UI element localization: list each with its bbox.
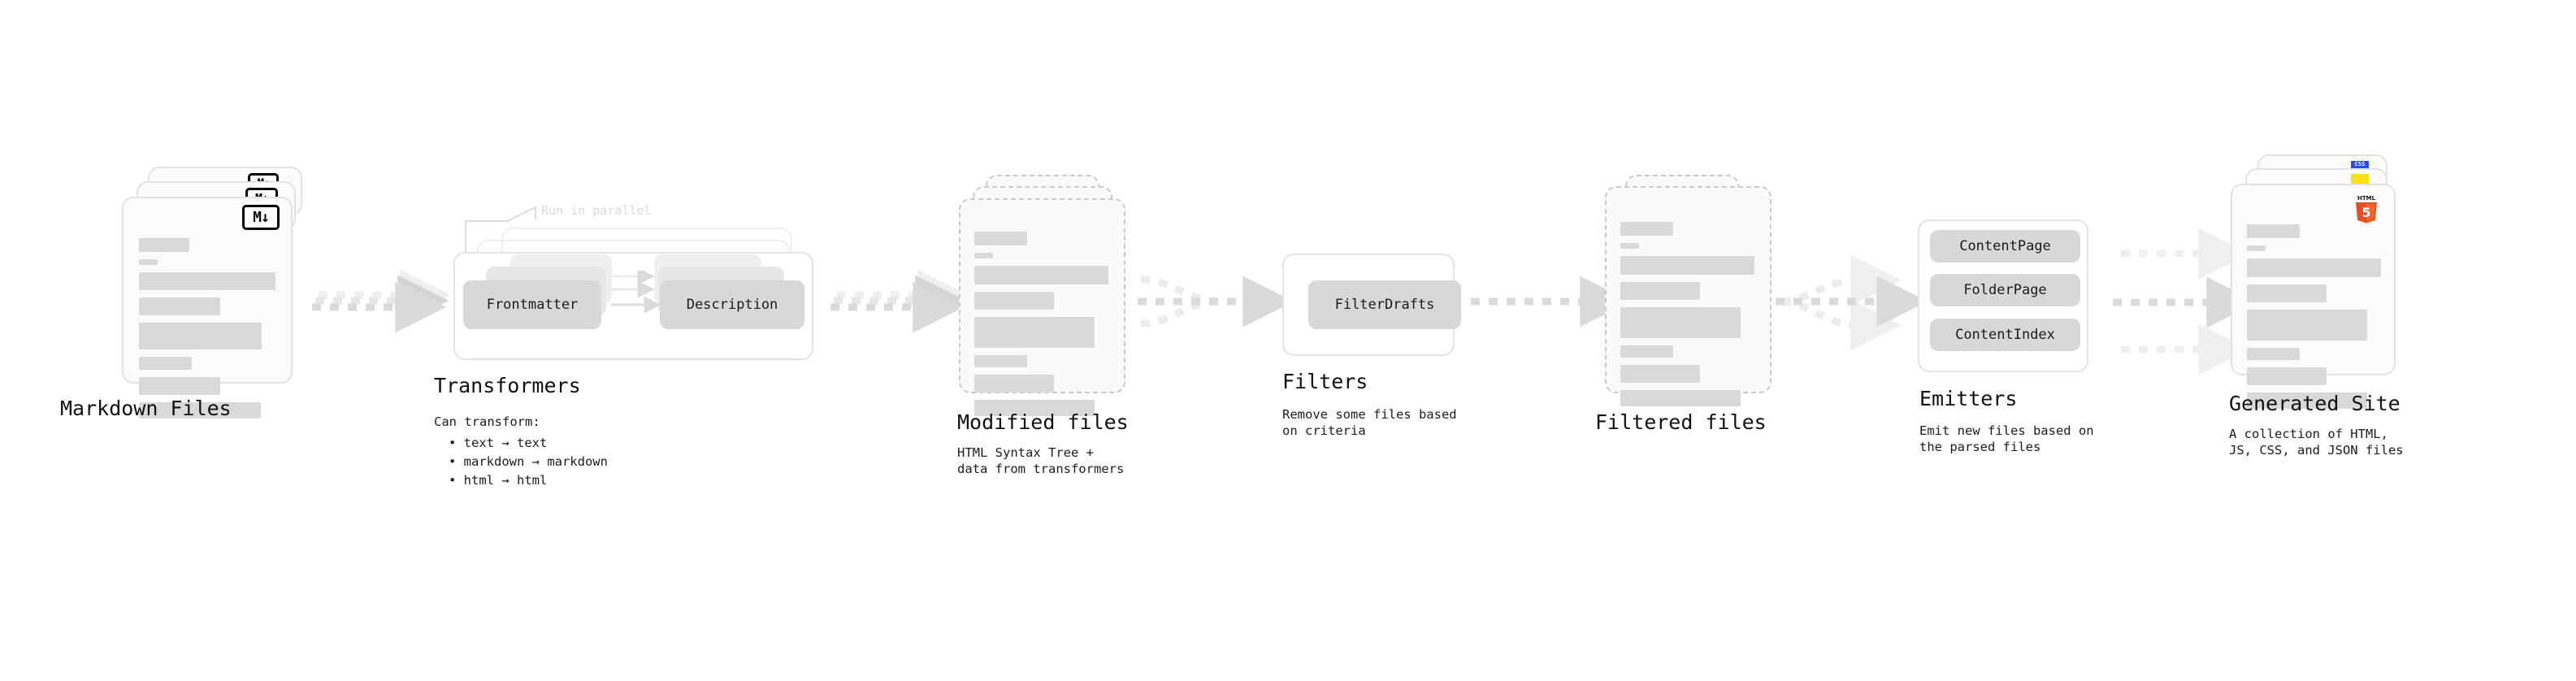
modified-files-subtitle: HTML Syntax Tree + data from transformer… bbox=[957, 445, 1125, 476]
filters-pill-filterdrafts[interactable]: FilterDrafts bbox=[1308, 280, 1461, 329]
transformers-subtitle: Can transform: bbox=[434, 414, 540, 429]
stage-title-emitters: Emitters bbox=[1919, 387, 2018, 410]
modified-placeholder-lines bbox=[974, 232, 1112, 423]
connector-markdown-to-transformers bbox=[312, 269, 452, 333]
stage-title-modified-files: Modified files bbox=[957, 410, 1129, 434]
emitters-pill-contentindex[interactable]: ContentIndex bbox=[1930, 319, 2080, 351]
css-icon: CSS bbox=[2351, 161, 2369, 170]
site-placeholder-lines bbox=[2247, 224, 2385, 416]
stage-title-filters: Filters bbox=[1282, 370, 1368, 393]
generated-site-subtitle: A collection of HTML, JS, CSS, and JSON … bbox=[2229, 427, 2404, 458]
emitters-subtitle: Emit new files based on the parsed files bbox=[1919, 423, 2094, 454]
filters-subtitle: Remove some files based on criteria bbox=[1282, 407, 1457, 438]
card-placeholder-lines bbox=[139, 238, 277, 426]
stage-title-markdown-files: Markdown Files bbox=[60, 397, 232, 420]
run-in-parallel-label: Run in parallel bbox=[541, 203, 652, 218]
stage-title-filtered-files: Filtered files bbox=[1595, 410, 1767, 434]
stage-filters[interactable]: FilterDrafts Filters Remove some files b… bbox=[1268, 244, 1544, 488]
transformers-bullet-1: • markdown → markdown bbox=[449, 454, 608, 469]
stage-title-generated-site: Generated Site bbox=[2229, 392, 2400, 415]
html5-icon: HTML 5 bbox=[2356, 195, 2377, 223]
run-in-parallel-leader bbox=[465, 206, 536, 254]
transformer-pill-frontmatter[interactable]: Frontmatter bbox=[463, 280, 601, 329]
transformer-inner-arrows bbox=[611, 271, 661, 314]
stage-filtered-files[interactable]: Filtered files bbox=[1595, 175, 1808, 500]
transformer-pill-description[interactable]: Description bbox=[660, 280, 804, 329]
emitters-pill-folderpage[interactable]: FolderPage bbox=[1930, 274, 2080, 306]
emitters-pill-contentpage[interactable]: ContentPage bbox=[1930, 230, 2080, 262]
transformers-bullet-2: • html → html bbox=[449, 473, 548, 488]
svg-text:HTML: HTML bbox=[2357, 195, 2376, 202]
stage-markdown-files[interactable]: M↓ M↓ M↓ Markdown Files bbox=[60, 167, 325, 435]
transformers-bullet-0: • text → text bbox=[449, 436, 548, 450]
stage-modified-files[interactable]: Modified files HTML Syntax Tree + data f… bbox=[957, 175, 1170, 500]
stage-title-transformers: Transformers bbox=[434, 374, 581, 397]
filtered-placeholder-lines bbox=[1620, 222, 1759, 414]
stage-transformers[interactable]: Run in parallel Frontmatter Description … bbox=[434, 183, 861, 500]
stage-generated-site[interactable]: CSS HTML 5 Generated Site A collection o… bbox=[2229, 154, 2474, 496]
html5-number: 5 bbox=[2361, 205, 2370, 220]
markdown-icon: M↓ bbox=[242, 205, 280, 230]
stage-emitters[interactable]: ContentPage FolderPage ContentIndex Emit… bbox=[1910, 211, 2186, 488]
